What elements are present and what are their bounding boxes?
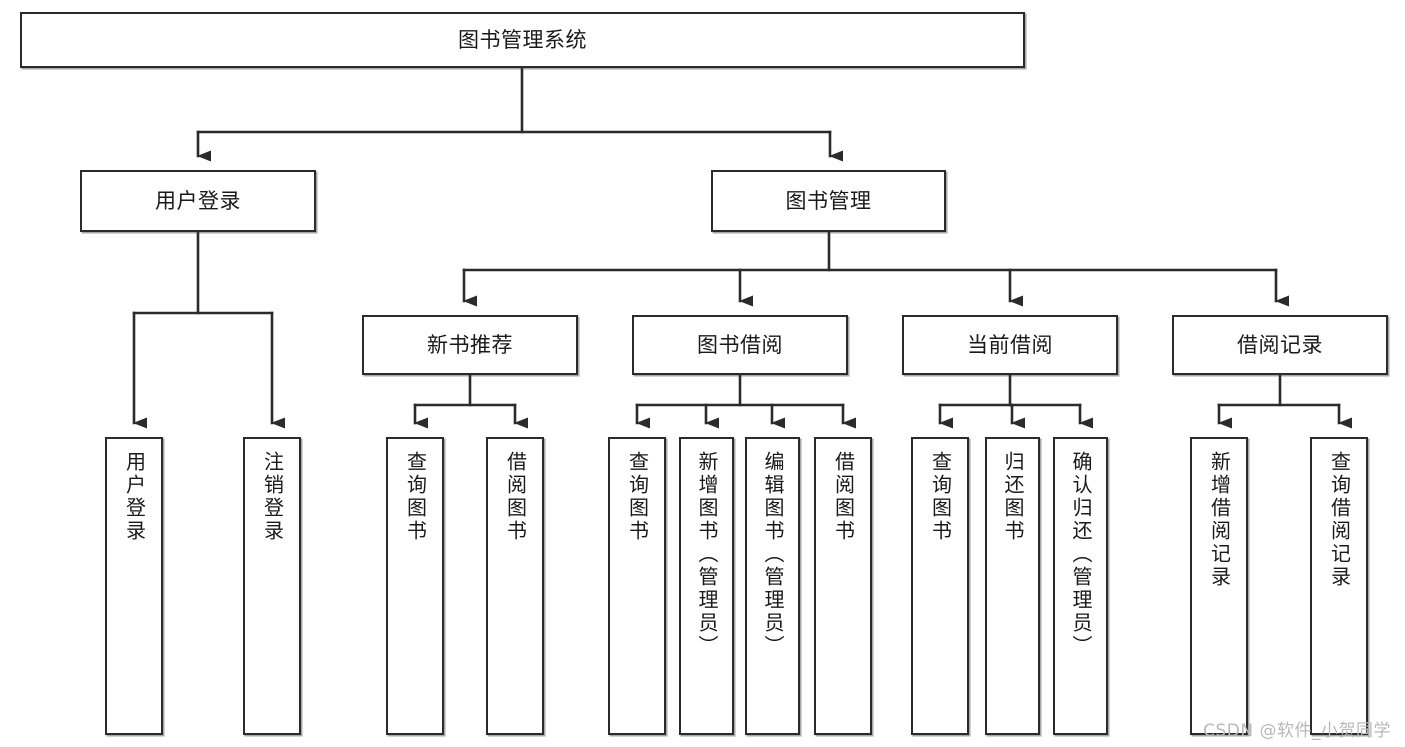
node-borrow-record[interactable]: 借阅记录: [1172, 315, 1388, 375]
leaf-logout[interactable]: 注销登录: [243, 437, 301, 735]
node-current-borrow-label: 当前借阅: [967, 332, 1053, 357]
node-book-management[interactable]: 图书管理: [711, 170, 946, 232]
node-root-label: 图书管理系统: [458, 27, 587, 52]
leaf-borrow-book[interactable]: 借阅图书: [814, 437, 872, 735]
node-root[interactable]: 图书管理系统: [20, 12, 1025, 68]
leaf-borrow-book-recommend-label: 借阅图书: [503, 451, 528, 543]
leaf-query-borrow-record-label: 查询借阅记录: [1327, 451, 1352, 589]
leaf-query-book-current-label: 查询图书: [928, 451, 953, 543]
leaf-query-book-recommend[interactable]: 查询图书: [386, 437, 444, 735]
leaf-add-borrow-record[interactable]: 新增借阅记录: [1190, 437, 1248, 735]
leaf-edit-book-admin[interactable]: 编辑图书（管理员）: [745, 437, 800, 735]
leaf-query-book-borrow-label: 查询图书: [625, 451, 650, 543]
node-current-borrow[interactable]: 当前借阅: [902, 315, 1118, 375]
node-borrow-record-label: 借阅记录: [1237, 332, 1323, 357]
node-new-book-recommend-label: 新书推荐: [427, 332, 513, 357]
node-book-borrow-label: 图书借阅: [697, 332, 783, 357]
leaf-confirm-return-admin[interactable]: 确认归还（管理员）: [1053, 437, 1108, 735]
leaf-add-borrow-record-label: 新增借阅记录: [1207, 451, 1232, 589]
leaf-add-book-admin[interactable]: 新增图书（管理员）: [679, 437, 734, 735]
leaf-return-book-label: 归还图书: [1001, 451, 1025, 543]
leaf-add-book-admin-label: 新增图书（管理员）: [695, 451, 719, 658]
leaf-borrow-book-label: 借阅图书: [831, 451, 856, 543]
node-book-management-label: 图书管理: [785, 188, 872, 213]
leaf-edit-book-admin-label: 编辑图书（管理员）: [761, 451, 785, 658]
leaf-user-login-label: 用户登录: [122, 451, 147, 543]
watermark-text: CSDN @软件_小贺同学: [1203, 721, 1391, 741]
leaf-return-book[interactable]: 归还图书: [985, 437, 1040, 735]
leaf-query-borrow-record[interactable]: 查询借阅记录: [1310, 437, 1368, 735]
leaf-borrow-book-recommend[interactable]: 借阅图书: [486, 437, 544, 735]
leaf-logout-label: 注销登录: [260, 451, 285, 543]
leaf-confirm-return-admin-label: 确认归还（管理员）: [1069, 451, 1093, 658]
leaf-query-book-current[interactable]: 查询图书: [911, 437, 969, 735]
leaf-query-book-borrow[interactable]: 查询图书: [608, 437, 666, 735]
leaf-user-login[interactable]: 用户登录: [105, 437, 163, 735]
node-user-login[interactable]: 用户登录: [80, 170, 316, 232]
leaf-query-book-recommend-label: 查询图书: [403, 451, 428, 543]
node-user-login-label: 用户登录: [155, 188, 241, 213]
node-book-borrow[interactable]: 图书借阅: [632, 315, 848, 375]
node-new-book-recommend[interactable]: 新书推荐: [362, 315, 578, 375]
